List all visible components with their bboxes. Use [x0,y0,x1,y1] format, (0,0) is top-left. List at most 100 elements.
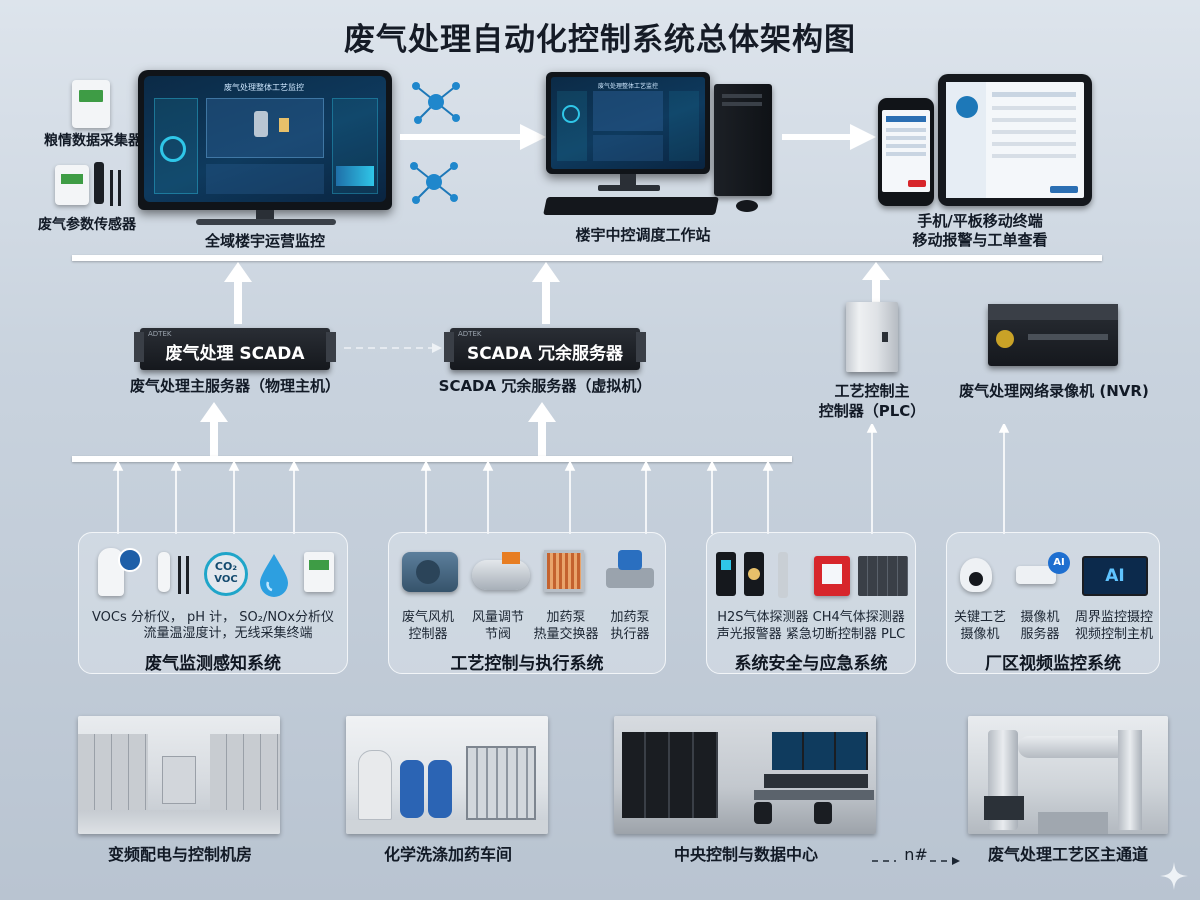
keyboard [543,197,719,215]
monitoring-items-line2: 流量温湿度计，无线采集终端 [143,626,313,641]
group-safety [706,532,916,674]
probe-icon [110,170,113,206]
gas-sensor-label: 废气参数传感器 [38,217,136,233]
video-item-3-line2: 视频控制主机 [1074,627,1153,642]
damper-icon [472,552,530,590]
mouse [736,200,758,212]
workstation-monitor: 废气处理整体工艺监控 [546,72,710,174]
process-item-3-line1: 加药泵 [546,610,586,625]
arrow-right-icon [400,124,546,150]
tablet [938,74,1092,206]
ph-probe-icon [158,552,170,592]
field-network-bus [72,456,792,462]
upper-network-bus [72,255,1102,261]
chemical-room-label: 化学洗涤加药车间 [383,845,512,864]
ai-monitor-icon: AI [1082,556,1148,596]
plc-cabinet [846,302,898,372]
monitor-screen-title: 废气处理整体工艺监控 [224,83,304,92]
monitoring-title: 废气监测感知系统 [145,654,281,674]
video-title: 厂区视频监控系统 [985,654,1121,674]
process-corridor-photo [968,716,1168,834]
nvr-label: 废气处理网络录像机 (NVR) [959,382,1149,400]
scada-redundant-server: ADTEK SCADA 冗余服务器 [444,328,646,370]
control-center-label: 中央控制与数据中心 [673,845,818,864]
process-item-1-line1: 废气风机 [401,610,454,625]
data-collector-label: 粮情数据采集器 [44,133,142,149]
arrow-up-icon [862,262,890,304]
arrow-up-icon [224,262,252,324]
sparkle-icon [1160,862,1188,890]
scada-redundant-label: SCADA 冗余服务器（虚拟机） [438,377,652,395]
plc-label-2: 控制器（PLC） [818,402,926,420]
corridor-label: 废气处理工艺区主通道 [987,845,1148,864]
connector-text: n# [904,845,928,864]
server-brand: ADTEK [458,330,482,338]
monitor-wall-label: 全域楼宇运营监控 [204,232,325,250]
video-item-2-line2: 服务器 [1020,627,1060,642]
monitor-wall: 废气处理整体工艺监控 [138,70,392,210]
process-item-1-line2: 控制器 [408,627,448,642]
co2-voc-icon: CO₂ VOC [204,552,248,596]
probe-icon [118,170,121,206]
safety-items-line2: 声光报警器 紧急切断控制器 PLC [716,627,906,642]
monitor-base [196,219,336,225]
chemical-room-photo [346,716,548,834]
heat-exchanger-icon [544,550,584,592]
fan-motor-icon [402,552,458,592]
video-item-1-line1: 关键工艺 [953,610,1006,625]
pc-tower [714,84,772,196]
network-node-icon [410,162,458,204]
nvr-device [988,304,1118,366]
plc-label-1: 工艺控制主 [834,382,910,400]
ph-probe-icon [186,556,189,594]
workstation-label: 楼宇中控调度工作站 [575,226,711,244]
dashed-connector [872,852,960,865]
ph-probe-icon [178,556,181,594]
valve-icon [606,568,654,588]
dashed-arrow-icon [344,343,442,353]
network-node-icon [412,82,460,124]
video-item-2-line1: 摄像机 [1020,610,1060,625]
scada-main-label: 废气处理主服务器（物理主机） [129,377,340,395]
gas-sensor-device [55,165,89,205]
plc-module-icon [858,556,908,596]
scada-redundant-box-label: SCADA 冗余服务器 [466,344,624,364]
door-lock-icon [778,552,788,598]
dashed-arrow-icon [872,857,960,865]
smartphone [878,98,934,206]
mobile-label-2: 移动报警与工单查看 [912,231,1048,249]
process-item-4-line2: 执行器 [610,627,650,642]
ai-badge-icon: AI [1048,552,1070,574]
arrow-up-icon [200,402,228,458]
dome-camera-icon [960,558,992,592]
monitoring-items-line1: VOCs 分析仪， pH 计， SO₂/NOx分析仪 [91,610,335,625]
process-title: 工艺控制与执行系统 [450,654,604,674]
co2-text: CO₂ [214,560,238,573]
valve-actuator-icon [618,550,642,570]
mobile-label-1: 手机/平板移动终端 [917,212,1043,230]
process-item-3-line2: 热量交换器 [533,627,599,642]
palm-alarm-icon [744,552,764,596]
scada-main-server: ADTEK 废气处理 SCADA [134,328,336,370]
safety-title: 系统安全与应急系统 [734,654,888,674]
arrow-up-icon [532,262,560,324]
workstation-stand [620,174,636,186]
voc-text: VOC [214,574,238,585]
gas-detector-icon [716,552,736,596]
arrow-up-icon [528,402,556,458]
video-item-1-line2: 摄像机 [960,627,1000,642]
wireless-terminal-icon [304,552,334,592]
safety-items-line1: H2S气体探测器 CH4气体探测器 [717,610,905,625]
control-center-photo [614,716,876,834]
badge-icon [118,548,142,572]
page-title: 废气处理自动化控制系统总体架构图 [344,22,856,58]
workstation-base [598,185,660,191]
video-item-3-line1: 周界监控摄控 [1074,610,1153,625]
workstation-screen-title: 废气处理整体工艺监控 [597,83,658,90]
server-brand: ADTEK [148,330,172,338]
power-room-label: 变频配电与控制机房 [107,845,252,864]
probe-icon [94,162,104,204]
process-item-2-line1: 风量调节 [471,610,524,625]
power-room-photo [78,716,280,834]
process-item-4-line1: 加药泵 [610,610,650,625]
